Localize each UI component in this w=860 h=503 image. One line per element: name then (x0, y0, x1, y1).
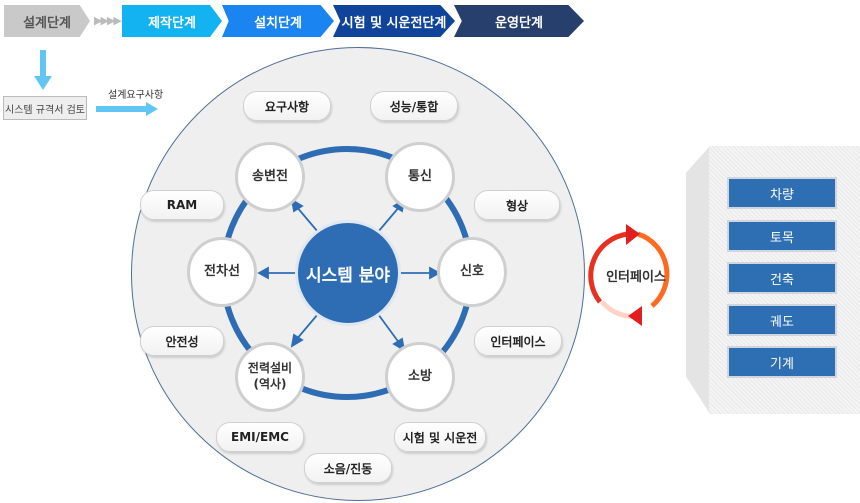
node-signal: 신호 (437, 237, 507, 307)
pill-noise: 소음/진동 (304, 453, 392, 483)
stage-install: 설치단계 (222, 5, 334, 37)
dots-arrow-icon: ▶▶▶▶ (94, 14, 122, 27)
node-substation: 송변전 (235, 142, 305, 212)
pill-interface: 인터페이스 (474, 326, 562, 356)
category-civil: 토목 (727, 220, 837, 252)
cycle-arrows-icon (588, 224, 670, 326)
category-rolling-stock: 차량 (727, 177, 837, 209)
pill-ram: RAM (140, 190, 224, 220)
stage-test: 시험 및 시운전단계 (333, 5, 455, 37)
pill-requirements: 요구사항 (243, 91, 331, 121)
category-track: 궤도 (727, 304, 837, 336)
node-communication: 통신 (385, 142, 455, 212)
spec-review-box: 시스템 규격서 검토 (3, 96, 87, 120)
pill-test: 시험 및 시운전 (394, 422, 486, 452)
node-power-facility: 전력설비 (역사) (235, 342, 305, 412)
center-system-field: 시스템 분야 (295, 220, 401, 326)
category-architecture: 건축 (727, 262, 837, 294)
stage-design: 설계단계 (4, 5, 90, 37)
pill-emi-emc: EMI/EMC (216, 422, 304, 452)
pill-safety: 안전성 (140, 326, 224, 356)
node-catenary: 전차선 (187, 237, 257, 307)
node-fire: 소방 (385, 342, 455, 412)
pill-configuration: 형상 (474, 190, 560, 220)
panel-connector (686, 146, 710, 414)
category-mechanical: 기계 (727, 346, 837, 378)
pill-performance: 성능/통합 (370, 91, 458, 121)
stage-manufacture: 제작단계 (122, 5, 222, 37)
requirements-label: 설계요구사항 (108, 90, 164, 101)
interface-label: 인터페이스 (606, 270, 666, 285)
stage-operate: 운영단계 (454, 5, 584, 37)
